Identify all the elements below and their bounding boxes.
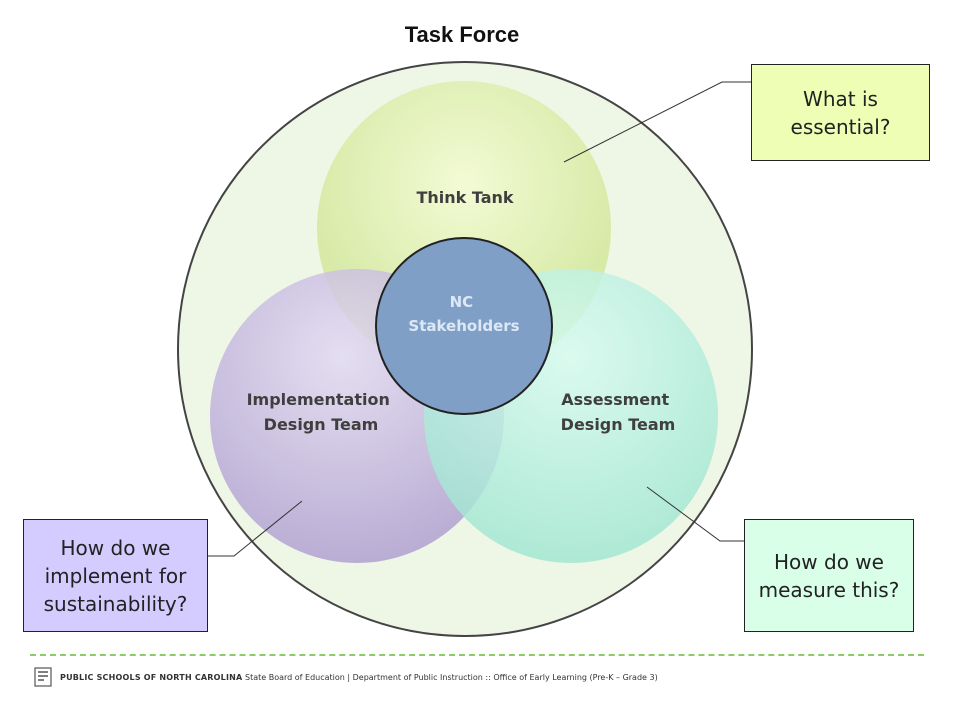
assessment-label-line2: Design Team (561, 415, 676, 434)
footer-divider (30, 654, 924, 656)
stakeholders-label-line1: NC (450, 293, 474, 311)
implementation-label-line2: Design Team (264, 415, 379, 434)
footer: PUBLIC SCHOOLS OF NORTH CAROLINA State B… (34, 666, 658, 688)
stakeholders-label: NC Stakeholders (408, 293, 519, 335)
callout-essential-text: What is essential? (790, 86, 891, 139)
think-tank-label: Think Tank (416, 188, 513, 207)
footer-text: State Board of Education | Department of… (244, 672, 658, 682)
footer-org: PUBLIC SCHOOLS OF NORTH CAROLINA (60, 672, 243, 682)
connector-implement (208, 500, 303, 557)
callout-implement-text: How do we implement for sustainability? (43, 535, 188, 616)
assessment-label-line1: Assessment (561, 390, 669, 409)
connector-measure (646, 486, 744, 542)
stakeholders-label-line2: Stakeholders (408, 317, 519, 335)
implementation-label: Implementation Design Team (247, 390, 396, 434)
callout-implement: How do we implement for sustainability? (23, 519, 208, 632)
connector-essential (563, 81, 751, 163)
state-seal-logo-icon (34, 667, 52, 687)
callout-measure: How do we measure this? (744, 519, 914, 632)
callout-essential: What is essential? (751, 64, 930, 161)
assessment-label: Assessment Design Team (561, 390, 676, 434)
callout-measure-text: How do we measure this? (758, 549, 900, 602)
implementation-label-line1: Implementation (247, 390, 390, 409)
stakeholders-circle (375, 237, 553, 415)
diagram-title: Task Force (405, 22, 520, 47)
